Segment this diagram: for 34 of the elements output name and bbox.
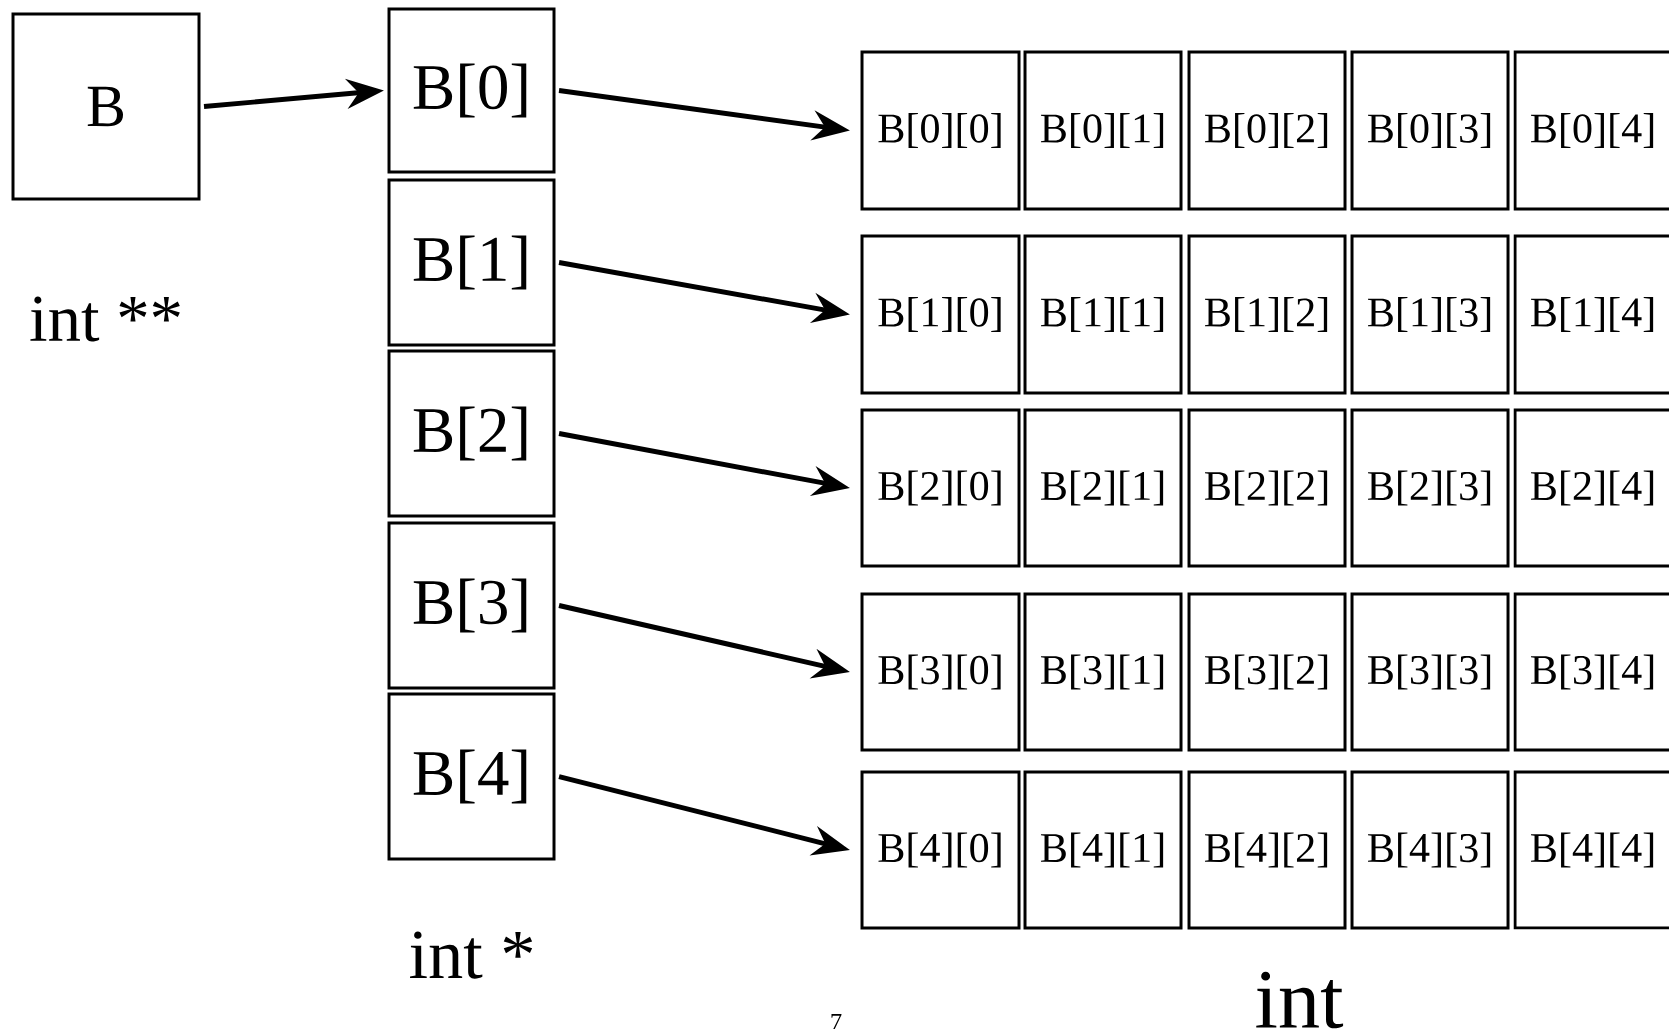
array-cell: B[1][4] <box>1513 234 1669 395</box>
array-cell: B[2] <box>387 349 556 518</box>
array-cell: B[2][2] <box>1187 408 1347 568</box>
array-cell: B[4][4] <box>1513 770 1669 930</box>
array-cell: B[0][0] <box>860 50 1021 211</box>
array-cell: B[0] <box>387 7 556 174</box>
array-cell: B[4] <box>387 692 556 861</box>
array-cell: B[2][3] <box>1350 408 1510 568</box>
pointer-box: B <box>11 12 201 201</box>
array-cell: B[2][4] <box>1513 408 1669 568</box>
array-cell: B[1][1] <box>1023 234 1183 395</box>
array-cell: B[4][1] <box>1023 770 1183 930</box>
array-cell: B[3] <box>387 521 556 690</box>
array-cell: B[1][3] <box>1350 234 1510 395</box>
array-cell: B[0][1] <box>1023 50 1183 211</box>
array-cell: B[3][0] <box>860 592 1021 752</box>
type-label: int ** <box>30 296 180 342</box>
array-cell: B[0][4] <box>1513 50 1669 211</box>
array-cell: B[4][3] <box>1350 770 1510 930</box>
array-cell: B[3][4] <box>1513 592 1669 752</box>
array-cell: B[1][2] <box>1187 234 1347 395</box>
array-cell: B[2][1] <box>1023 408 1183 568</box>
type-label: int <box>1256 971 1344 1029</box>
array-cell: B[4][0] <box>860 770 1021 930</box>
array-cell: B[1] <box>387 178 556 347</box>
array-cell: B[3][2] <box>1187 592 1347 752</box>
type-label: int * <box>410 931 533 979</box>
array-cell: B[2][0] <box>860 408 1021 568</box>
array-cell: B[4][2] <box>1187 770 1347 930</box>
array-cell: B[3][1] <box>1023 592 1183 752</box>
array-cell: B[3][3] <box>1350 592 1510 752</box>
array-cell: B[0][2] <box>1187 50 1347 211</box>
array-cell: B[1][0] <box>860 234 1021 395</box>
array-cell: B[0][3] <box>1350 50 1510 211</box>
